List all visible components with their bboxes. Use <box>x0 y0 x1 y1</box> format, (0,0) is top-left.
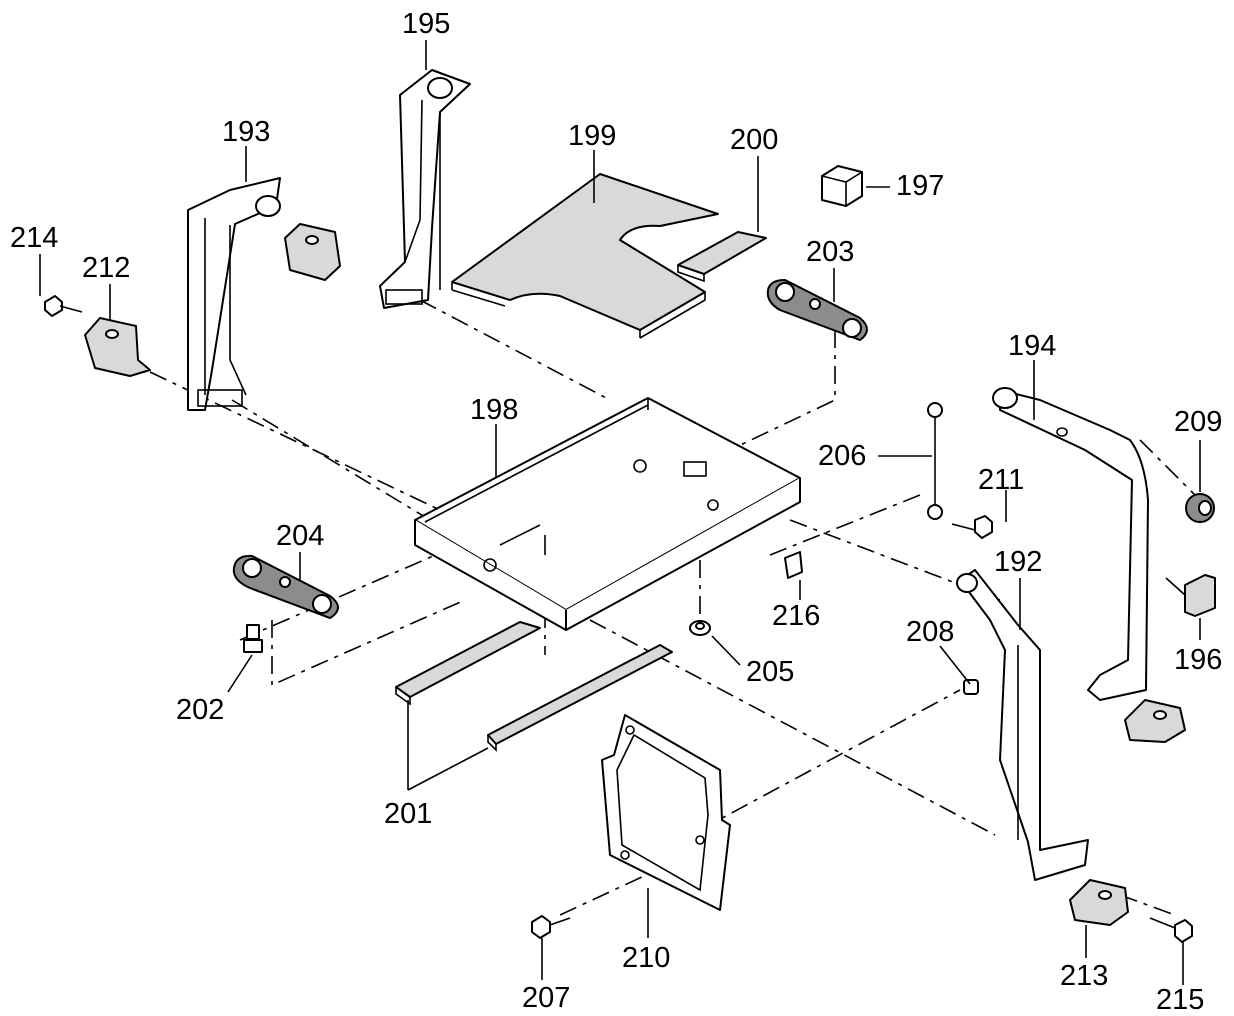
callout-202: 202 <box>176 694 225 726</box>
part-208-nut <box>963 679 979 695</box>
part-204-plate <box>232 554 339 620</box>
callout-204: 204 <box>276 520 325 552</box>
part-211-bolt <box>951 515 993 539</box>
leader-202 <box>227 654 253 693</box>
part-215-bolt <box>1149 917 1193 943</box>
leader-lines <box>39 40 1201 985</box>
part-216-tag <box>784 551 803 579</box>
callout-214: 214 <box>10 222 59 254</box>
callout-210: 210 <box>622 942 671 974</box>
bumper-block-right <box>1124 699 1186 743</box>
part-212-bumper <box>84 317 151 377</box>
part-201-strips <box>395 621 673 752</box>
callout-209: 209 <box>1174 406 1223 438</box>
part-197-cube <box>821 165 863 207</box>
callout-199: 199 <box>568 120 617 152</box>
leader-205 <box>711 635 741 666</box>
callout-201: 201 <box>384 798 433 830</box>
callout-207: 207 <box>522 982 571 1014</box>
part-194-bracket <box>992 387 1149 701</box>
part-214-bolt <box>44 295 83 317</box>
part-203-plate <box>766 278 868 342</box>
part-200-strip <box>677 231 767 283</box>
callout-208: 208 <box>906 616 955 648</box>
callout-197: 197 <box>896 170 945 202</box>
callout-193: 193 <box>222 116 271 148</box>
callout-192: 192 <box>994 546 1043 578</box>
part-205-nut <box>689 620 711 636</box>
callout-213: 213 <box>1060 960 1109 992</box>
callout-206: 206 <box>818 440 867 472</box>
part-213-bumper <box>1069 879 1129 926</box>
part-196-pad <box>1184 574 1216 617</box>
callout-215: 215 <box>1156 984 1205 1016</box>
part-209-bushing <box>1185 493 1215 523</box>
leader-196b <box>1165 577 1186 596</box>
bumper-block-upper <box>284 223 341 281</box>
part-199-plate <box>451 173 719 339</box>
part-195-bracket <box>379 69 471 309</box>
callout-195: 195 <box>402 8 451 40</box>
part-193-bracket <box>187 177 281 411</box>
callout-205: 205 <box>746 656 795 688</box>
callout-200: 200 <box>730 124 779 156</box>
callout-198: 198 <box>470 394 519 426</box>
callout-194: 194 <box>1008 330 1057 362</box>
leader-201 <box>407 700 489 791</box>
part-207-bolt <box>531 915 571 939</box>
callout-212: 212 <box>82 252 131 284</box>
callout-203: 203 <box>806 236 855 268</box>
part-210-gasket <box>601 714 731 911</box>
part-202-bolt <box>243 624 263 653</box>
callout-196: 196 <box>1174 644 1223 676</box>
part-192-bracket <box>956 569 1089 881</box>
callout-211: 211 <box>978 464 1025 496</box>
part-206-spring <box>927 402 943 520</box>
leader-208 <box>939 645 971 685</box>
callout-216: 216 <box>772 600 821 632</box>
part-198-base-plate <box>414 397 801 631</box>
